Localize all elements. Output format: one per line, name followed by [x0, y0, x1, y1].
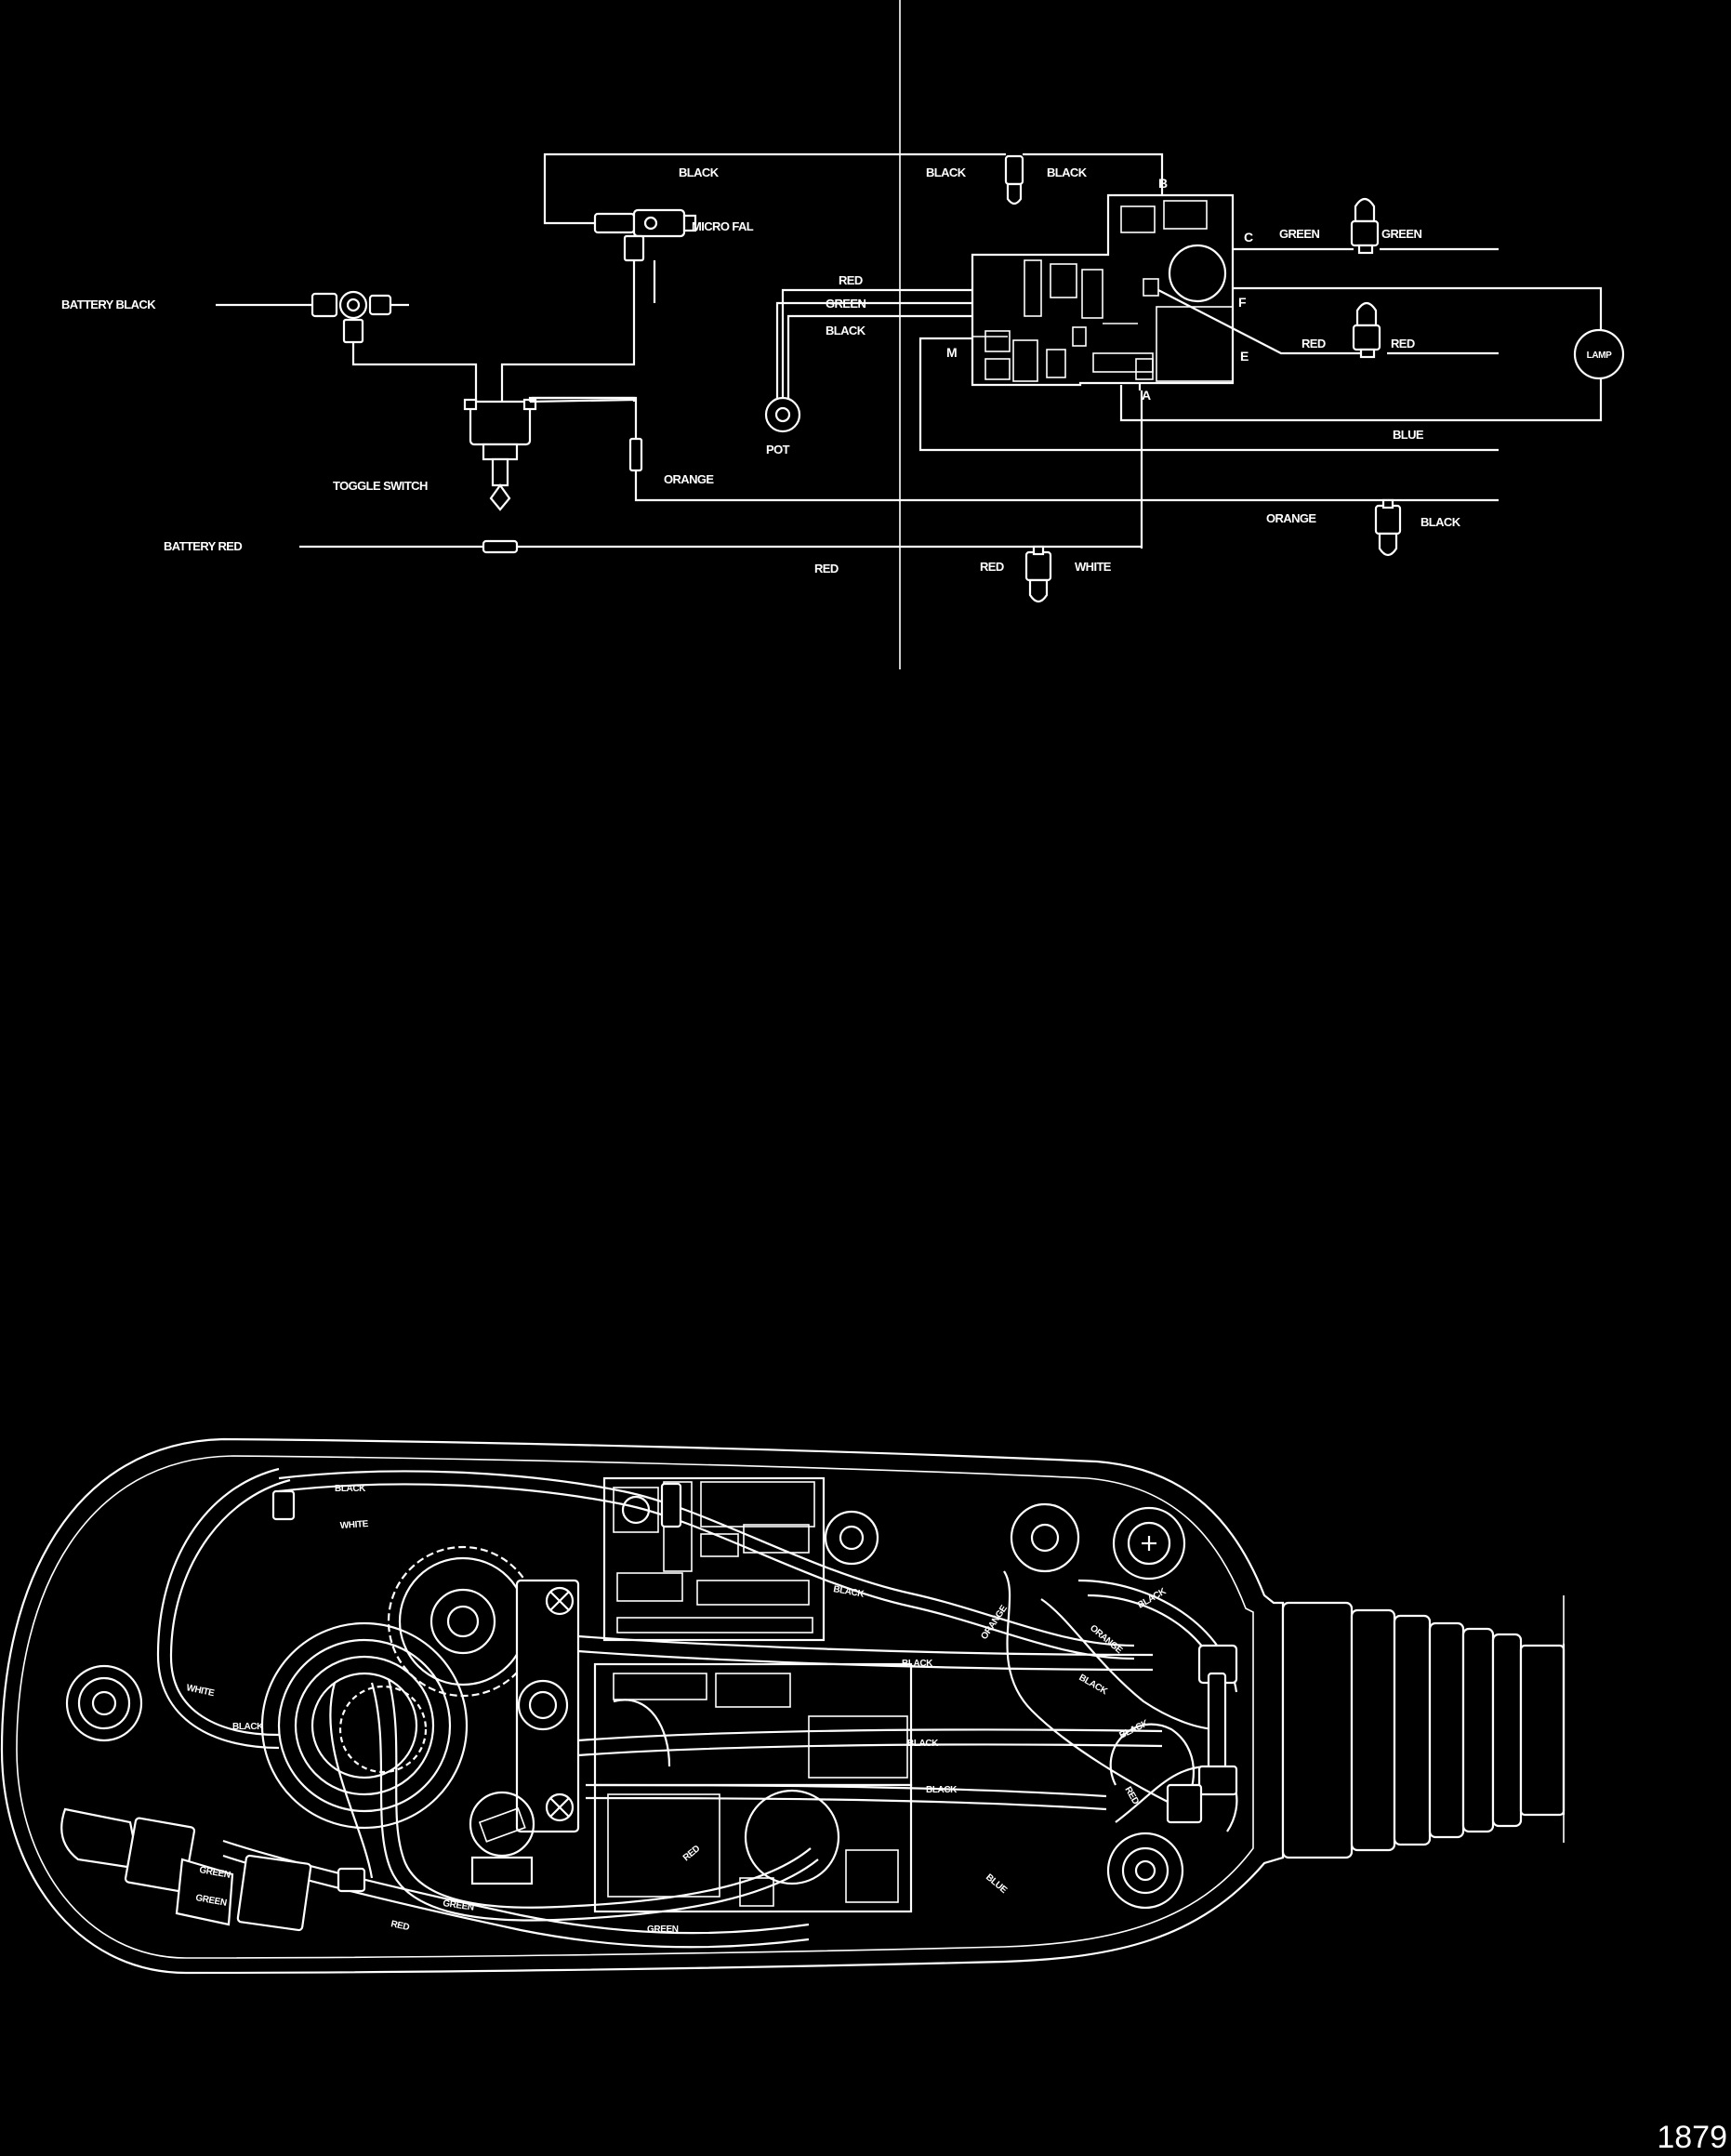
housing-outline [0, 1437, 1285, 1975]
top-black-label-2: BLACK [926, 165, 967, 179]
connector-orange-black [1374, 498, 1402, 557]
orange-label-right: ORANGE [1266, 511, 1316, 525]
potentiometer [764, 396, 801, 433]
circuit-board [593, 1476, 913, 1913]
white-label: WHITE [1075, 560, 1112, 574]
connector-green [1350, 197, 1380, 255]
right-red-label-1: RED [1302, 337, 1326, 351]
pot-red-label: RED [839, 273, 863, 287]
wire-label-black-4: BLACK [902, 1659, 933, 1669]
steering-gear [260, 1545, 539, 1830]
figure-number: 1879 [1657, 2120, 1727, 2155]
wire-label-black-8: BLACK [1077, 1673, 1110, 1698]
svg-text:LAMP: LAMP [1587, 351, 1612, 361]
battery-black-junction [311, 290, 392, 344]
pot-black-label: BLACK [826, 324, 866, 337]
right-green-label-1: GREEN [1279, 227, 1319, 241]
wire-label-black-2: BLACK [232, 1722, 264, 1732]
wire-label-black-7: BLACK [1136, 1586, 1169, 1611]
blue-label: BLUE [1393, 428, 1424, 442]
connector-red [1352, 301, 1381, 359]
spring-post [469, 1791, 535, 1885]
connector-top-black [1004, 152, 1039, 205]
terminal-e: E [1240, 349, 1249, 364]
harness-connector [1166, 1644, 1238, 1824]
battery-red-label: BATTERY RED [164, 539, 242, 553]
battery-black-label: BATTERY BLACK [61, 298, 156, 311]
orange-fuse [628, 437, 643, 472]
red-bottom-label-2: RED [980, 560, 1004, 574]
top-black-label-1: BLACK [679, 165, 720, 179]
schematic: LAMP BATTERY BLACK B [61, 0, 1625, 669]
red-bottom-label-1: RED [814, 562, 839, 575]
wire-label-black-9: BLACK [1117, 1718, 1151, 1741]
orange-label-left: ORANGE [664, 472, 714, 486]
cable-tie-2 [660, 1482, 682, 1528]
cable-tie-1 [271, 1489, 296, 1521]
lamp: LAMP [1573, 328, 1625, 380]
terminal-c: C [1244, 230, 1253, 245]
pot-label: POT [766, 443, 790, 456]
wire-label-white-1: WHITE [339, 1519, 369, 1531]
toggle-switch [463, 398, 537, 511]
gear-bracket [515, 1579, 580, 1833]
control-head-assembly: BLACK WHITE BLACK WHITE BLACK BLACK BLAC… [0, 1437, 1566, 1975]
black-lower-right-label: BLACK [1420, 515, 1461, 529]
boss-left [65, 1664, 143, 1742]
micro-fal-connector [593, 208, 697, 262]
boss-top-3 [1112, 1506, 1186, 1581]
top-black-label-3: BLACK [1047, 165, 1088, 179]
right-red-label-2: RED [1391, 337, 1415, 351]
toggle-switch-label: TOGGLE SWITCH [333, 479, 428, 493]
wire-label-black-1: BLACK [335, 1484, 366, 1494]
control-board [971, 193, 1235, 387]
tiller-collar [1281, 1601, 1566, 1859]
cable-tie-3 [337, 1867, 366, 1893]
wire-label-white-2: WHITE [185, 1683, 216, 1699]
wire-label-green-3: GREEN [443, 1898, 475, 1913]
micro-fal-label: MICRO FAL [692, 219, 754, 233]
terminal-b: B [1158, 176, 1168, 191]
boss-bottom-right [1106, 1832, 1184, 1910]
wire-label-black-5: BLACK [907, 1739, 939, 1749]
terminal-m: M [946, 345, 958, 360]
inline-fuse [482, 539, 519, 554]
right-green-label-2: GREEN [1381, 227, 1421, 241]
connector-red-white [1024, 545, 1052, 603]
boss-top-2 [1010, 1502, 1080, 1573]
wire-label-black-6: BLACK [926, 1785, 958, 1795]
bottom-left-plugs [60, 1807, 312, 1932]
terminal-a: A [1142, 388, 1151, 403]
boss-top-1 [824, 1510, 879, 1566]
terminal-f: F [1238, 295, 1247, 310]
wire-label-red-1: RED [390, 1919, 410, 1933]
wire-label-orange-1: ORANGE [979, 1604, 1010, 1642]
wire-label-blue-1: BLUE [984, 1872, 1009, 1896]
wire-label-green-4: GREEN [647, 1925, 679, 1935]
pot-green-label: GREEN [826, 297, 866, 311]
wire-label-black-3: BLACK [832, 1584, 866, 1600]
